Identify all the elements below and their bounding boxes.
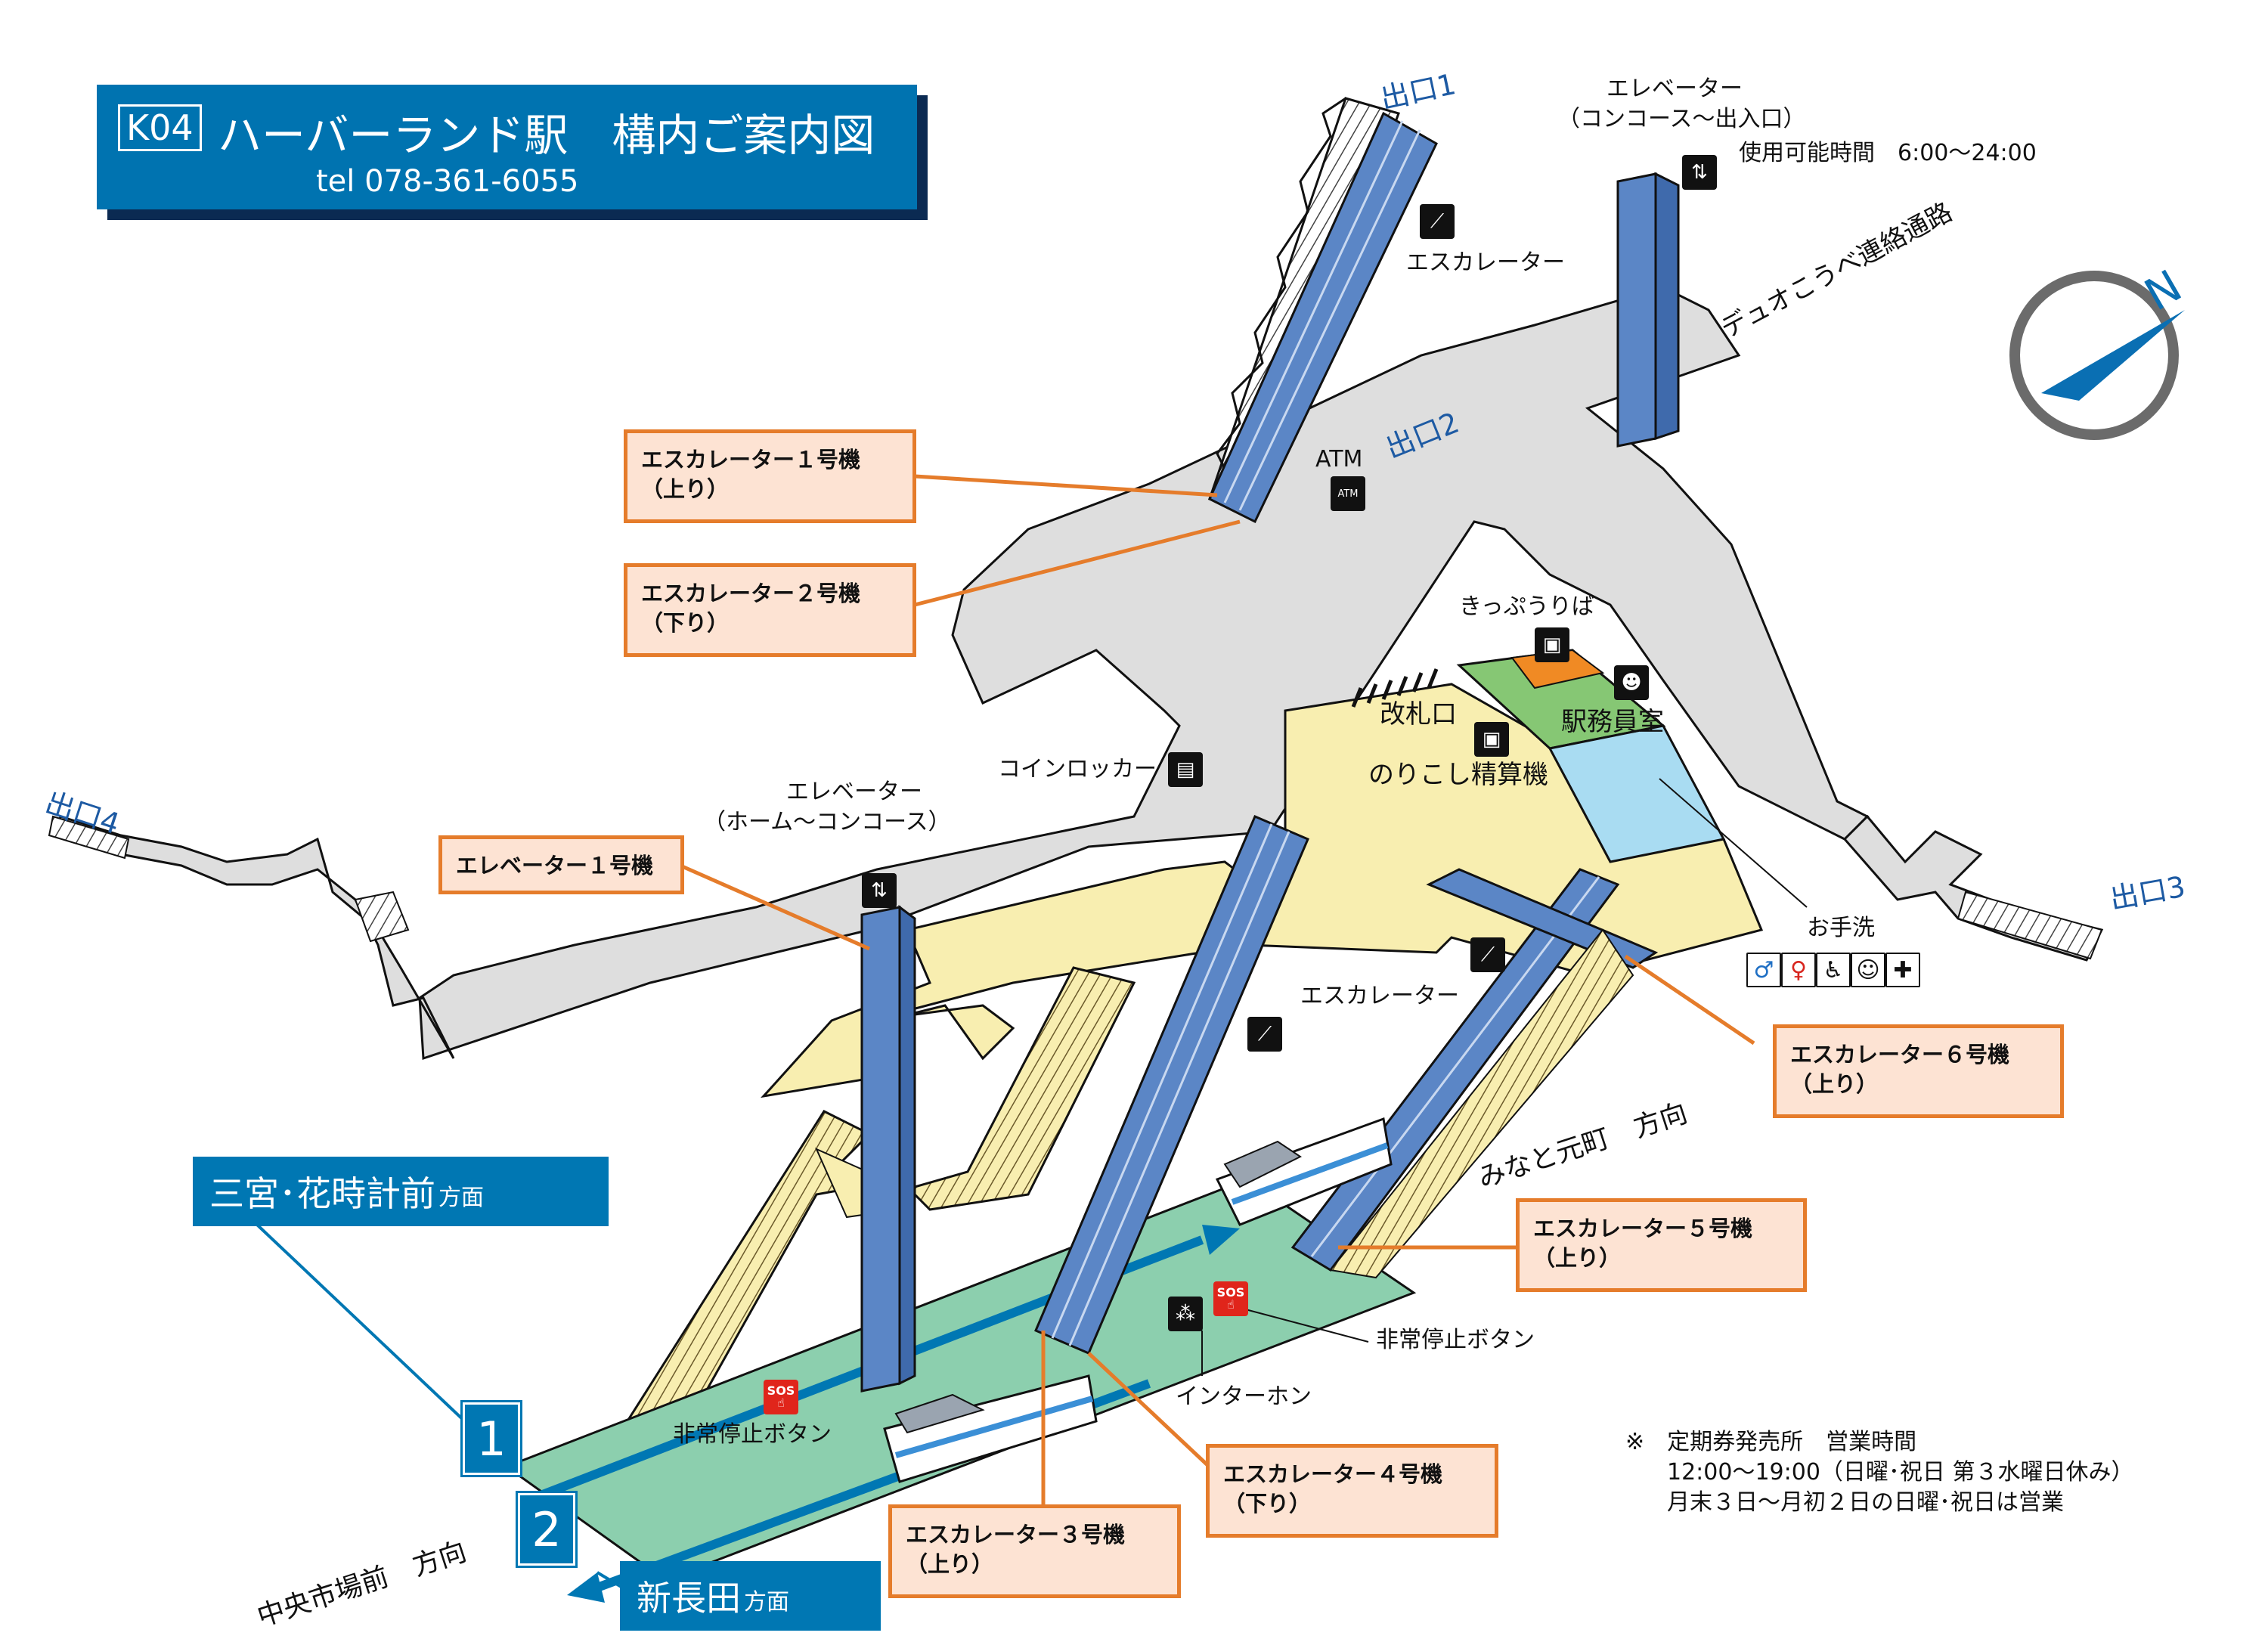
restroom-area <box>1548 724 1726 863</box>
sannomiya-direction-box: 三宮･花時計前 方面 <box>193 1157 609 1226</box>
emergency-button-left-label: 非常停止ボタン <box>673 1421 832 1448</box>
coin-locker-label: コインロッカー <box>998 756 1157 782</box>
men-restroom-icon: ♂ <box>1746 953 1781 987</box>
ticket-machine-icon: ▣ <box>1535 627 1569 662</box>
escalator-top-label: エスカレーター <box>1406 249 1565 276</box>
intercom-icon: ⁂ <box>1168 1297 1203 1331</box>
ticket-gates <box>1351 668 1439 708</box>
sos-button-icon-left: SOS☝ <box>764 1380 798 1414</box>
coin-locker-icon: ▤ <box>1168 752 1203 787</box>
elevator-top-range: （コンコース～出入口） <box>1557 106 1806 132</box>
escalator-3-4 <box>1034 815 1309 1355</box>
shinnagata-direction-box: 新長田 方面 <box>620 1561 881 1631</box>
station-code: K04 <box>118 104 202 151</box>
leader-lines <box>679 474 1755 1512</box>
restroom-label: お手洗 <box>1807 915 1875 941</box>
sos-button-icon-right: SOS☝ <box>1213 1281 1248 1316</box>
station-name: ハーバーランド駅 構内ご案内図 <box>218 110 875 161</box>
elevator-shaft-1 <box>860 905 916 1393</box>
exit1-stair-edge <box>1208 97 1346 500</box>
exit3-stairs <box>1957 891 2103 960</box>
ostomate-icon: ✚ <box>1885 953 1920 987</box>
callout-elevator-1: エレベーター１号機 <box>438 835 684 894</box>
station-phone: tel 078-361-6055 <box>316 164 579 199</box>
escalator-icon-mid-right: ⟋ <box>1470 937 1505 972</box>
restroom-icons: ♂ ♀ ♿ ☺ ✚ <box>1746 953 1920 987</box>
callout-escalator-2: エスカレーター２号機（下り） <box>624 563 916 657</box>
commuter-pass-notice-hours: 12:00～19:00（日曜･祝日 第３水曜日休み） <box>1667 1459 2134 1486</box>
compass <box>2009 271 2185 440</box>
elevator-top-hours: 使用可能時間 6:00～24:00 <box>1739 140 2037 166</box>
escalator-5-stair-wall <box>1329 928 1634 1279</box>
staff-icon: ☻ <box>1614 665 1649 700</box>
fare-adjust-label: のりこし精算機 <box>1368 760 1548 790</box>
elevator-icon-platform: ⇅ <box>862 873 897 908</box>
staff-room-label: 駅務員室 <box>1561 707 1664 737</box>
exit4-stairs <box>48 815 130 860</box>
fare-adjust-icon: ▣ <box>1474 722 1509 757</box>
intercom-label: インターホン <box>1176 1383 1312 1410</box>
elevator-icon-top: ⇅ <box>1682 155 1717 190</box>
train-upper <box>1215 1117 1393 1226</box>
escalator-icon-top: ⟋ <box>1420 204 1455 239</box>
callout-escalator-1: エスカレーター１号機（上り） <box>624 429 916 523</box>
pointer-lines <box>1201 778 1808 1376</box>
platform <box>503 1178 1417 1582</box>
station-title-box: K04 ハーバーランド駅 構内ご案内図 tel 078-361-6055 <box>97 85 917 209</box>
wheelchair-icon: ♿ <box>1816 953 1851 987</box>
emergency-button-right-label: 非常停止ボタン <box>1376 1327 1535 1353</box>
exit4-stairs-2 <box>354 891 410 943</box>
elevator-platform-label: エレベーター <box>786 779 922 805</box>
atm-icon: ATM <box>1331 476 1365 511</box>
baby-changing-icon: ☺ <box>1851 953 1885 987</box>
elevator-top-label: エレベーター <box>1606 76 1743 102</box>
track-1-number: 1 <box>463 1402 520 1475</box>
callout-escalator-3: エスカレーター３号機（上り） <box>888 1504 1181 1598</box>
commuter-pass-notice-title: ※ 定期券発売所 営業時間 <box>1625 1429 1917 1455</box>
callout-escalator-4: エスカレーター４号機（下り） <box>1206 1444 1498 1538</box>
escalator-icon-mid-left: ⟋ <box>1247 1017 1282 1052</box>
atm-label: ATM <box>1315 446 1363 472</box>
women-restroom-icon: ♀ <box>1781 953 1816 987</box>
ticket-sales-label: きっぷうりば <box>1459 593 1594 620</box>
elevator-platform-range: （ホーム～コンコース） <box>703 809 951 835</box>
escalator-mid-label: エスカレーター <box>1300 983 1459 1009</box>
commuter-pass-notice-note: 月末３日～月初２日の日曜･祝日は営業 <box>1667 1489 2064 1516</box>
callout-escalator-6: エスカレーター６号機（上り） <box>1773 1024 2064 1118</box>
elevator-shaft-top <box>1616 172 1680 448</box>
gate-label: 改札口 <box>1380 699 1457 730</box>
track-2-number: 2 <box>518 1493 575 1566</box>
escalator-1-2 <box>1208 111 1438 524</box>
callout-escalator-5: エスカレーター５号機（上り） <box>1516 1198 1807 1292</box>
